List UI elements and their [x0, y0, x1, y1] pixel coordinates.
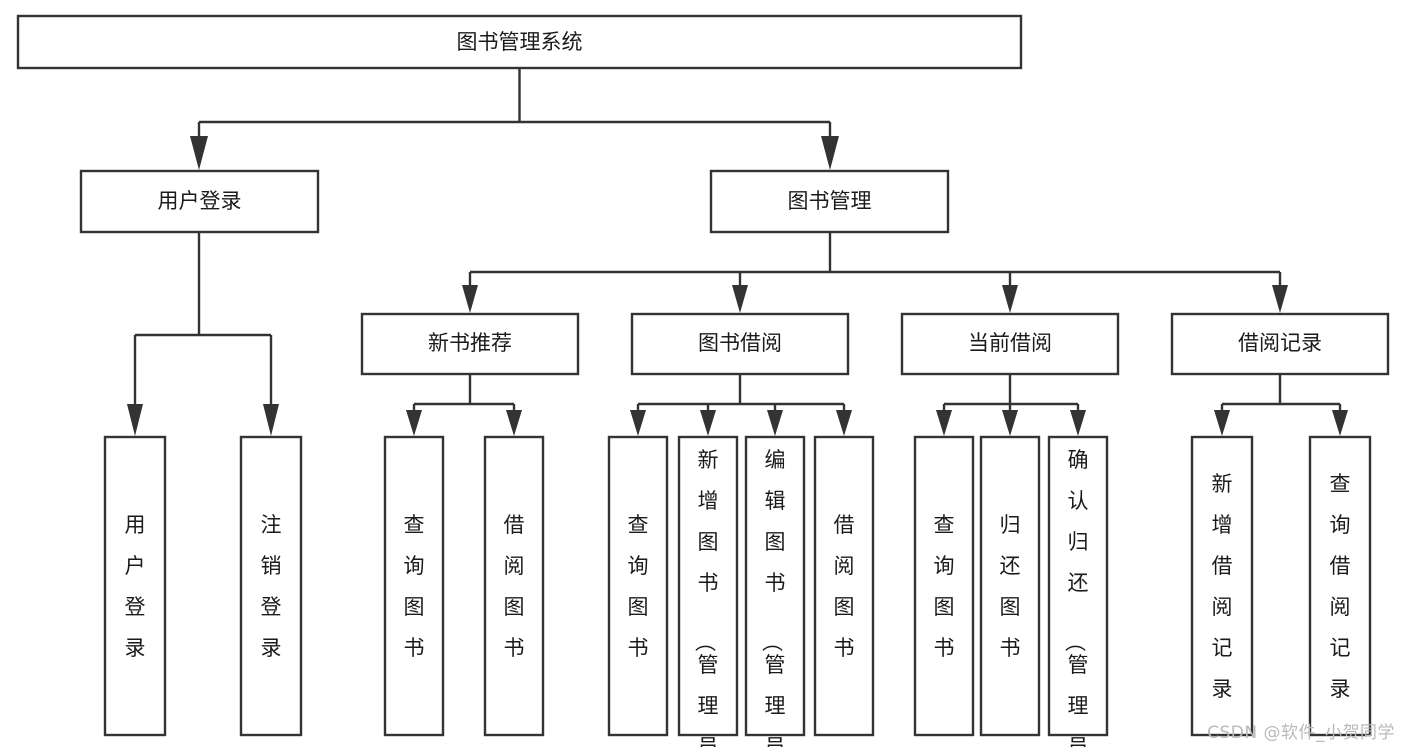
arrow-head-current-borrow: [1002, 285, 1018, 313]
node-root-label: 图书管理系统: [457, 30, 583, 54]
leaf-node-query-book-1[interactable]: 查询图书: [383, 435, 445, 737]
arrow-head-leaf-confirm-return: [1070, 410, 1086, 436]
arrow-head-leaf-query-record: [1332, 410, 1348, 436]
leaf-node-add-record[interactable]: 新增借阅记录: [1190, 435, 1254, 737]
arrow-head-leaf-logout: [263, 404, 279, 436]
arrow-head-new-book-recommend: [462, 285, 478, 313]
node-borrow-record-box[interactable]: [1170, 312, 1390, 376]
node-new-book-recommend-label: 新书推荐: [428, 331, 512, 355]
node-book-borrow-box[interactable]: [630, 312, 850, 376]
leaf-query-record-box[interactable]: [1308, 435, 1372, 737]
leaf-return-book-label: 归还图书: [1000, 513, 1021, 660]
arrow-head-leaf-return-book: [1002, 410, 1018, 436]
arrow-head-leaf-query-book-2: [630, 410, 646, 436]
leaf-node-add-book[interactable]: 新增图书（管理员）: [677, 435, 739, 747]
node-current-borrow[interactable]: 当前借阅: [900, 312, 1120, 376]
leaf-query-book-3-box[interactable]: [913, 435, 975, 737]
node-user-login[interactable]: 用户登录: [79, 169, 320, 234]
leaf-return-book-box[interactable]: [979, 435, 1041, 737]
arrow-head-leaf-query-book-3: [936, 410, 952, 436]
leaf-logout-label: 注销登录: [261, 513, 282, 660]
leaf-query-book-1-box[interactable]: [383, 435, 445, 737]
arrow-head-user-login: [190, 136, 208, 170]
arrow-head-leaf-query-book-1: [406, 410, 422, 436]
leaf-node-return-book[interactable]: 归还图书: [979, 435, 1041, 737]
node-root-box[interactable]: [16, 14, 1023, 70]
arrow-head-borrow-record: [1272, 285, 1288, 313]
leaf-confirm-return-label: 确认归还（管理员）: [1063, 448, 1089, 747]
leaf-add-book-label: 新增图书（管理员）: [693, 448, 719, 747]
node-borrow-record-label: 借阅记录: [1238, 331, 1322, 355]
leaf-user-login-box[interactable]: [103, 435, 167, 737]
arrow-head-book-borrow: [732, 285, 748, 313]
leaf-edit-book-label: 编辑图书（管理员）: [760, 448, 786, 747]
arrow-head-leaf-borrow-book-1: [506, 410, 522, 436]
leaf-node-user-login[interactable]: 用户登录: [103, 435, 167, 737]
leaf-borrow-book-2-label: 借阅图书: [834, 513, 855, 660]
leaf-edit-book-box[interactable]: [744, 435, 806, 737]
leaf-node-confirm-return[interactable]: 确认归还（管理员）: [1047, 435, 1109, 747]
node-book-borrow[interactable]: 图书借阅: [630, 312, 850, 376]
arrow-head-book-manage: [821, 136, 839, 170]
arrow-head-leaf-add-book: [700, 410, 716, 436]
arrow-head-leaf-borrow-book-2: [836, 410, 852, 436]
leaf-node-query-record[interactable]: 查询借阅记录: [1308, 435, 1372, 737]
leaf-node-logout[interactable]: 注销登录: [239, 435, 303, 737]
leaf-node-edit-book[interactable]: 编辑图书（管理员）: [744, 435, 806, 747]
leaf-node-borrow-book-2[interactable]: 借阅图书: [813, 435, 875, 737]
leaf-logout-box[interactable]: [239, 435, 303, 737]
node-user-login-label: 用户登录: [158, 189, 242, 213]
node-current-borrow-box[interactable]: [900, 312, 1120, 376]
node-borrow-record[interactable]: 借阅记录: [1170, 312, 1390, 376]
node-user-login-box[interactable]: [79, 169, 320, 234]
node-new-book-recommend[interactable]: 新书推荐: [360, 312, 580, 376]
leaf-query-book-1-label: 查询图书: [404, 513, 425, 660]
leaf-add-record-box[interactable]: [1190, 435, 1254, 737]
connector-group: [127, 68, 1348, 436]
leaf-borrow-book-1-box[interactable]: [483, 435, 545, 737]
node-book-manage[interactable]: 图书管理: [709, 169, 950, 234]
leaf-node-query-book-2[interactable]: 查询图书: [607, 435, 669, 737]
arrow-head-leaf-add-record: [1214, 410, 1230, 436]
leaf-node-query-book-3[interactable]: 查询图书: [913, 435, 975, 737]
leaf-query-book-2-box[interactable]: [607, 435, 669, 737]
leaf-borrow-book-2-box[interactable]: [813, 435, 875, 737]
node-book-manage-label: 图书管理: [788, 189, 872, 213]
node-current-borrow-label: 当前借阅: [968, 331, 1052, 355]
leaf-query-book-2-label: 查询图书: [628, 513, 649, 660]
leaf-confirm-return-box[interactable]: [1047, 435, 1109, 737]
arrow-head-leaf-edit-book: [767, 410, 783, 436]
node-book-manage-box[interactable]: [709, 169, 950, 234]
leaf-add-book-box[interactable]: [677, 435, 739, 737]
node-root[interactable]: 图书管理系统: [16, 14, 1023, 70]
leaf-node-borrow-book-1[interactable]: 借阅图书: [483, 435, 545, 737]
leaf-borrow-book-1-label: 借阅图书: [504, 513, 525, 660]
leaf-query-record-label: 查询借阅记录: [1330, 472, 1351, 701]
leaf-query-book-3-label: 查询图书: [934, 513, 955, 660]
node-book-borrow-label: 图书借阅: [698, 331, 782, 355]
leaf-user-login-label: 用户登录: [125, 513, 146, 660]
csdn-watermark: CSDN @软件_小贺同学: [1207, 723, 1395, 743]
leaf-add-record-label: 新增借阅记录: [1212, 472, 1233, 701]
arrow-head-leaf-user-login: [127, 404, 143, 436]
node-new-book-recommend-box[interactable]: [360, 312, 580, 376]
